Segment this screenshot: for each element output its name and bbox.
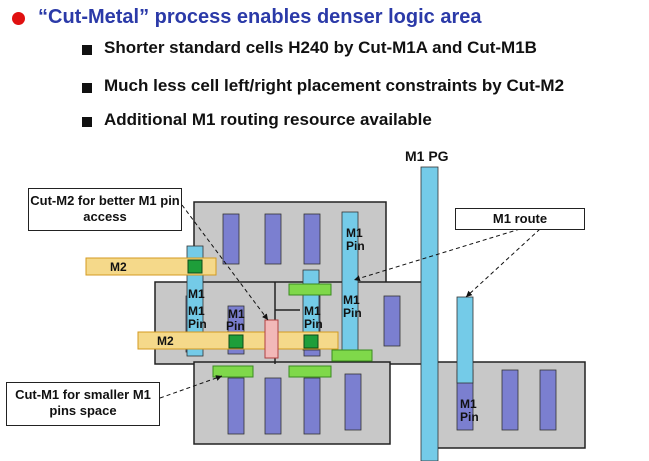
bullet-text-2: Much less cell left/right placement cons… [104, 76, 565, 95]
m1-rail [227, 377, 245, 435]
m1-pg-label: M1 PG [405, 148, 449, 164]
headline: “Cut-Metal” process enables denser logic… [38, 6, 482, 28]
m1-pin-label: Pin [304, 317, 323, 331]
m1-pin-label: Pin [460, 410, 479, 424]
cut-m2 [264, 319, 279, 359]
m1-pin-label: Pin [188, 317, 207, 331]
m1-label: M1 [188, 287, 205, 301]
cut-m2-callout: Cut-M2 for better M1 pin access [28, 188, 182, 231]
m1-rail [303, 213, 321, 265]
square-bullet-icon [82, 83, 92, 93]
m1-route-callout: M1 route [455, 208, 585, 230]
m2-wire [85, 257, 217, 276]
m1-pg [420, 166, 439, 461]
m1-rail [383, 295, 401, 347]
square-bullet-icon [82, 117, 92, 127]
m1-pin-label: Pin [343, 306, 362, 320]
bullet-dot-icon [12, 12, 25, 25]
m1-rail [344, 373, 362, 431]
m2-label: M2 [110, 260, 127, 274]
m1-pin-label: M1 [228, 307, 245, 321]
m1-pin-label: M1 [188, 304, 205, 318]
m1-rail [303, 377, 321, 435]
m1-rail [222, 213, 240, 265]
cut-m1-callout: Cut-M1 for smaller M1 pins space [6, 382, 160, 426]
m1-route-arrow [353, 228, 521, 282]
m1-pin-label: Pin [346, 239, 365, 253]
m1-rail [501, 369, 519, 431]
m1-pin-label: M1 [304, 304, 321, 318]
via [187, 259, 203, 274]
m1-pin-label: M1 [460, 397, 477, 411]
m2-label: M2 [157, 334, 174, 348]
m1-pin-label: M1 [343, 293, 360, 307]
m1-rail [264, 377, 282, 435]
m1-pin-label: Pin [226, 319, 245, 333]
via [228, 334, 244, 349]
bullet-text-3: Additional M1 routing resource available [104, 110, 432, 129]
m1-route [456, 296, 474, 384]
cut-m1 [212, 365, 254, 378]
cut-m1-arrow [159, 375, 223, 399]
bullet-text-1: Shorter standard cells H240 by Cut-M1A a… [104, 38, 537, 57]
m1-rail [264, 213, 282, 265]
cut-m1 [331, 349, 373, 362]
m1-route-arrow [465, 228, 541, 298]
cut-m2-arrow [181, 204, 269, 321]
m1-rail [539, 369, 557, 431]
cut-m1 [288, 283, 332, 296]
cut-m1 [288, 365, 332, 378]
m1-pin-label: M1 [346, 226, 363, 240]
square-bullet-icon [82, 45, 92, 55]
via [303, 334, 319, 349]
